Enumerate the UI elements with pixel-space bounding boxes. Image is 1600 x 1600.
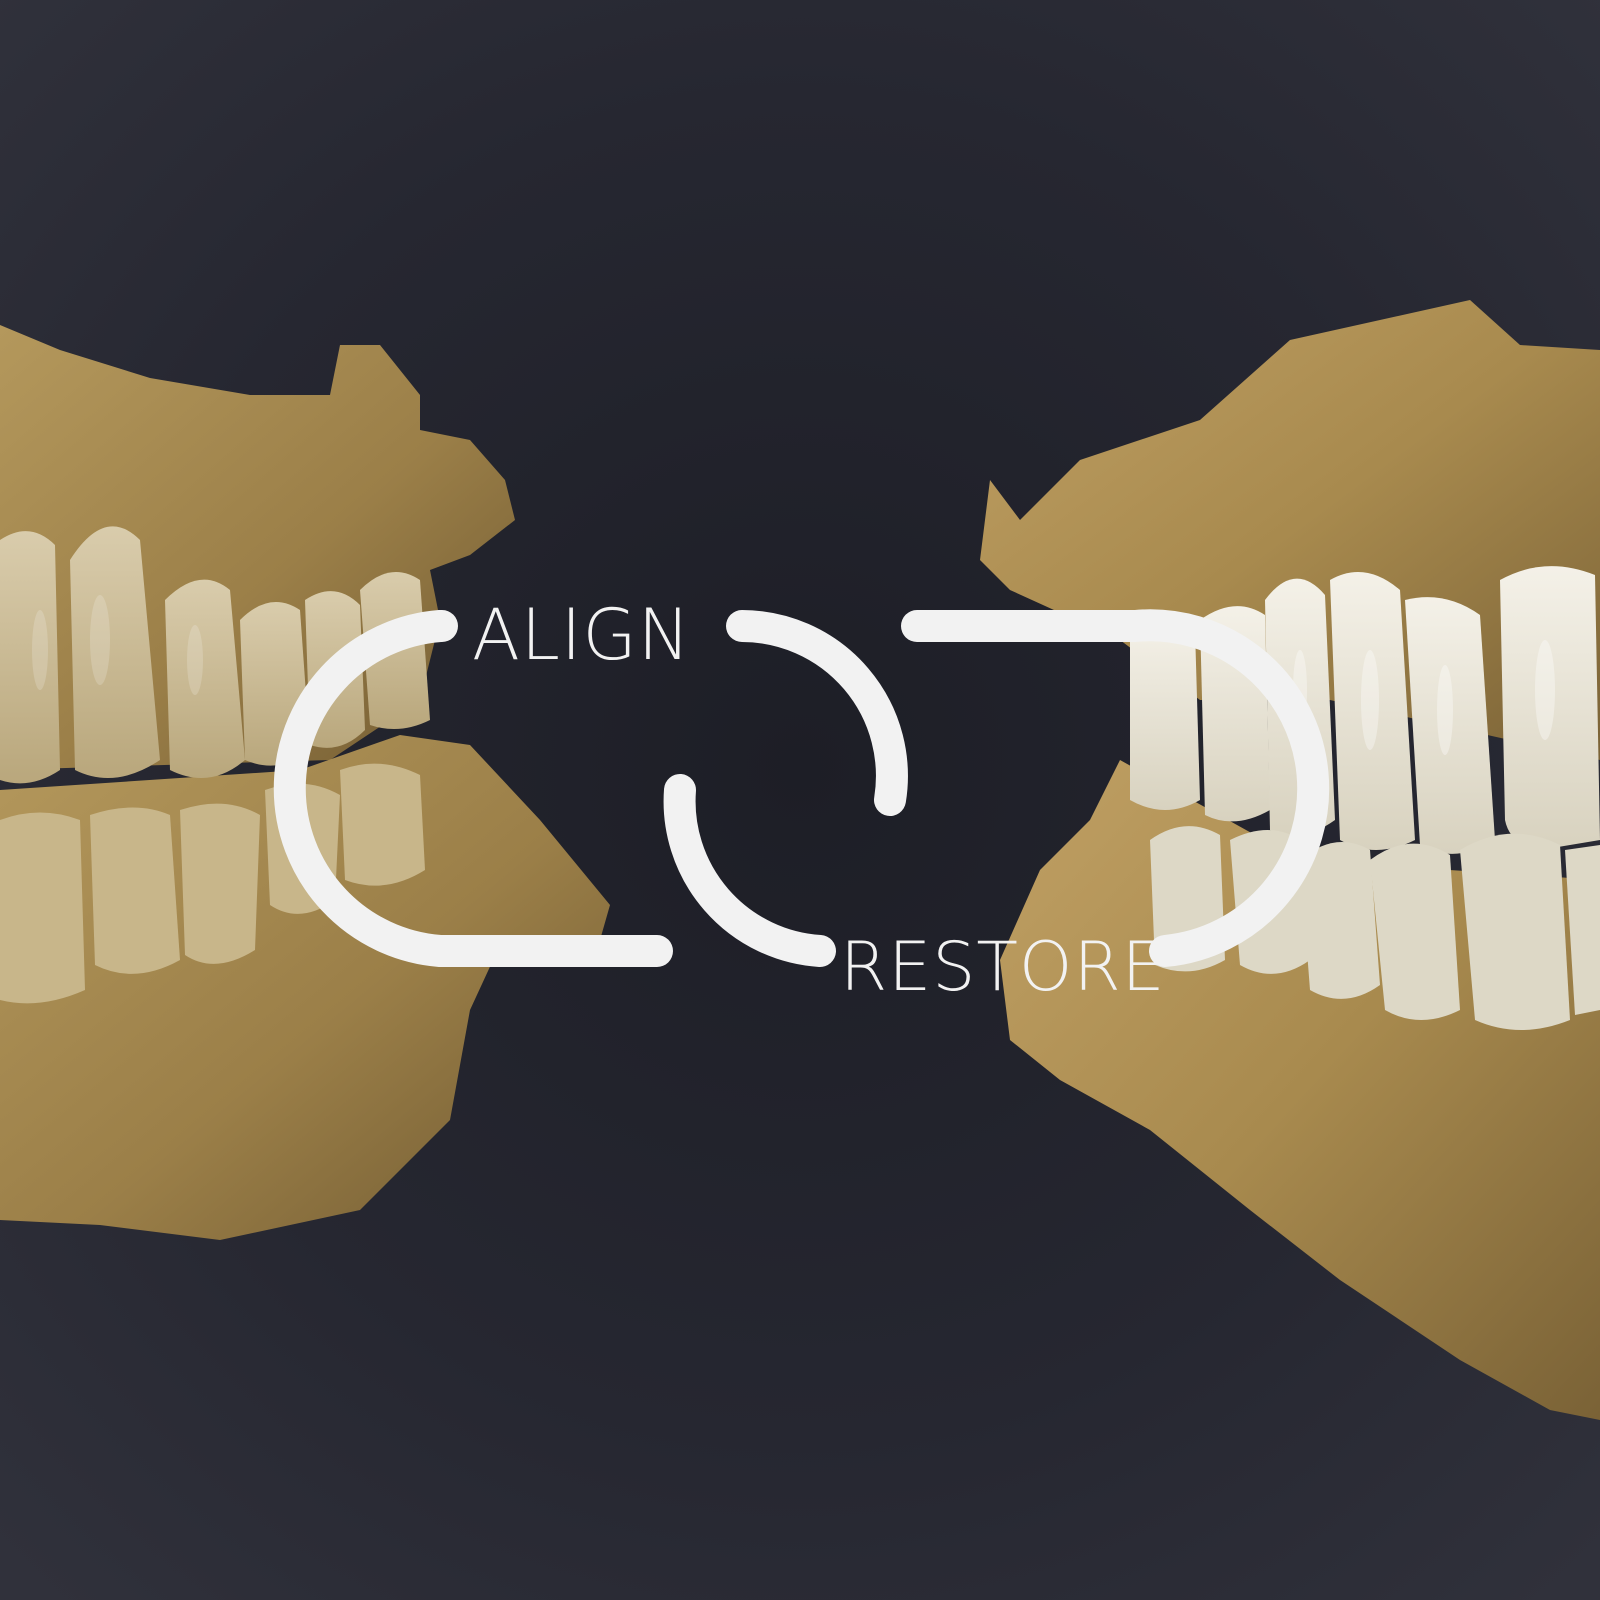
logo-word-restore: RESTORE: [840, 928, 1166, 1007]
logo-left-loop: [273, 610, 673, 967]
logo-bottom-arc: [663, 774, 836, 967]
logo-right-loop: [901, 609, 1330, 967]
logo-word-align: ALIGN: [472, 594, 692, 676]
logo-top-arc: [726, 610, 908, 816]
align-restore-logo-mark: [273, 609, 1330, 967]
dental-model-after-icon: [980, 300, 1600, 1420]
